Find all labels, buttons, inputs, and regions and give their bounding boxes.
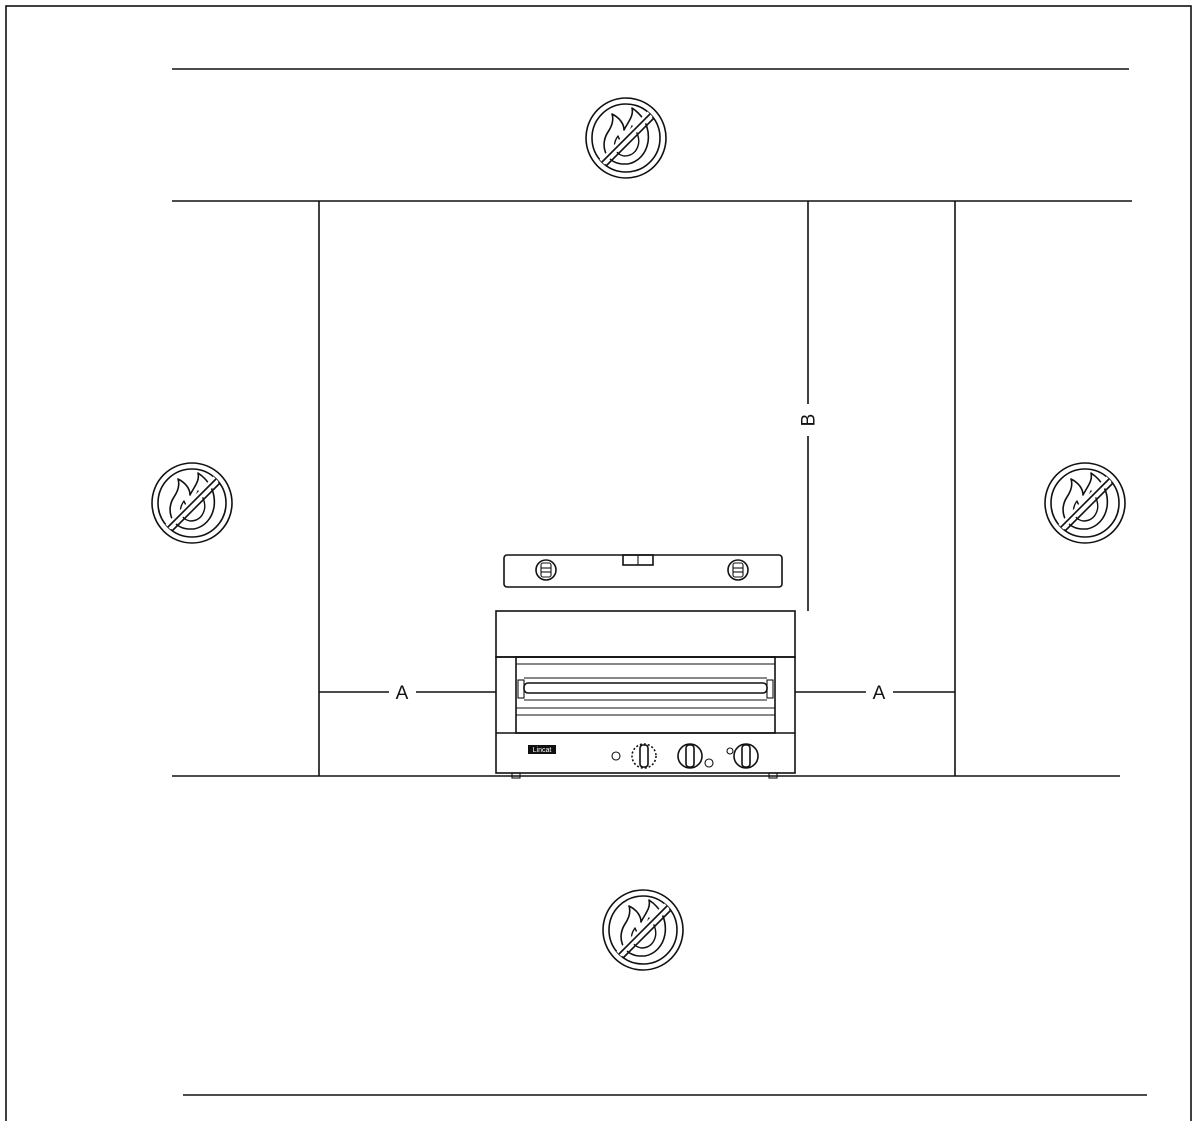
dimension-a-left-label: A [396, 683, 409, 704]
control-knob-icon [677, 743, 714, 769]
no-fire-icon [603, 890, 683, 970]
no-fire-icon [586, 98, 666, 178]
appliance-foot [511, 772, 521, 779]
appliance-foot [768, 772, 778, 779]
diagram-frame [5, 5, 1192, 1121]
salamander-grill: Lincat [495, 610, 796, 779]
indicator-light-icon [611, 751, 621, 761]
timer-knob-icon [631, 743, 657, 769]
brand-label: Lincat [533, 747, 552, 754]
no-fire-icon [1045, 463, 1125, 543]
dimension-b-label: B [799, 414, 820, 427]
control-knob-icon [726, 743, 759, 769]
dimension-a-right-label: A [873, 683, 886, 704]
spirit-level-icon [503, 554, 783, 588]
no-fire-icon [152, 463, 232, 543]
brand-badge [528, 745, 556, 754]
